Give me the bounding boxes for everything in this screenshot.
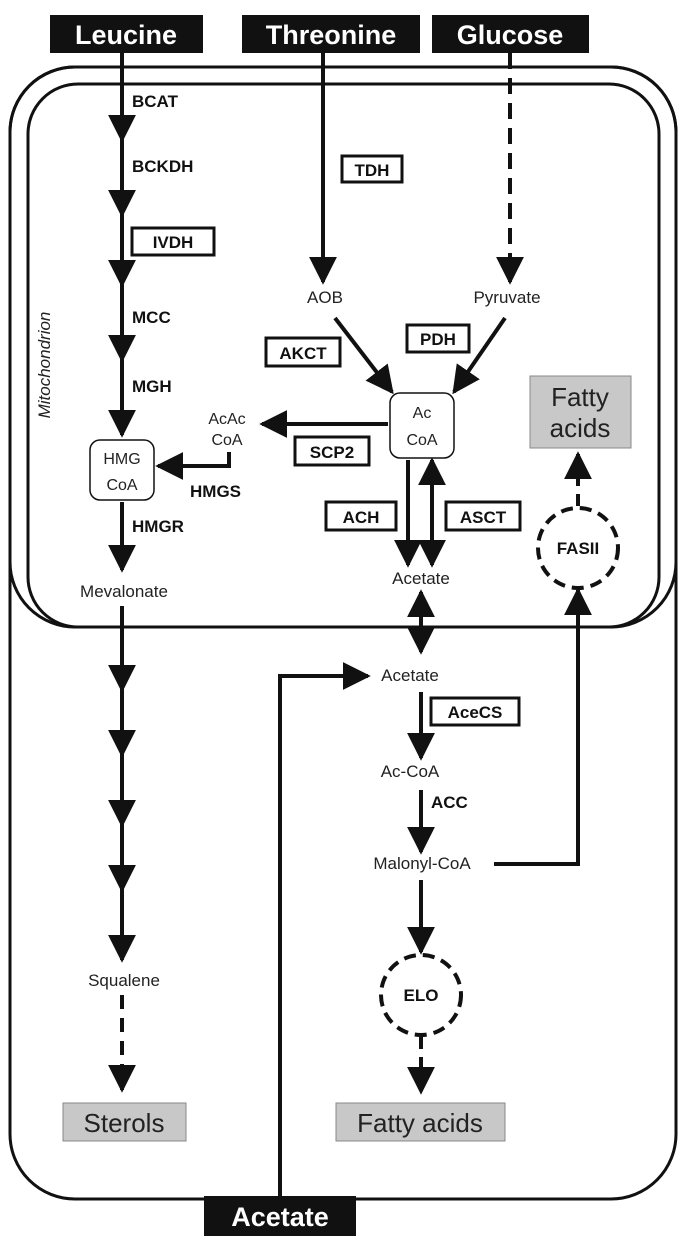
metabolite-hmg-coa: HMG CoA <box>89 439 155 501</box>
metabolite-ac-coa-mito: Ac CoA <box>389 392 455 459</box>
enzyme-mgh: MGH <box>132 377 172 396</box>
malonyl-to-fasii-arrow <box>494 587 592 866</box>
enzyme-scp2: SCP2 <box>310 443 354 462</box>
hmg-coa-line2: CoA <box>106 477 137 494</box>
product-fatty-acids-cyto: Fatty acids <box>335 1102 506 1142</box>
input-leucine: Leucine <box>50 15 203 53</box>
acetate-uptake-arrow <box>278 662 371 1196</box>
enzyme-ivdh: IVDH <box>153 233 194 252</box>
enzyme-fasii-complex: FASII <box>536 506 620 590</box>
product-sterols-label: Sterols <box>84 1108 165 1138</box>
product-fatty-acids-mito-line1: Fatty <box>551 382 609 412</box>
enzyme-tdh-box: TDH <box>340 154 404 184</box>
metabolite-acetate-mito: Acetate <box>392 569 450 588</box>
enzyme-bckdh: BCKDH <box>132 157 193 176</box>
input-glucose-label: Glucose <box>457 20 564 50</box>
enzyme-elo-complex: ELO <box>379 953 463 1037</box>
enzyme-elo: ELO <box>404 986 439 1005</box>
product-fatty-acids-cyto-label: Fatty acids <box>357 1108 483 1138</box>
enzyme-acecs-box: AceCS <box>429 696 521 727</box>
hmgs-arrow <box>155 452 231 480</box>
input-threonine: Threonine <box>242 15 420 53</box>
enzyme-ach: ACH <box>343 508 380 527</box>
input-leucine-label: Leucine <box>75 20 177 50</box>
metabolite-pyruvate: Pyruvate <box>473 288 540 307</box>
ac-coa-line1: Ac <box>413 405 432 422</box>
product-fatty-acids-mito-line2: acids <box>550 413 611 443</box>
metabolite-squalene: Squalene <box>88 971 160 990</box>
enzyme-acecs: AceCS <box>448 703 503 722</box>
enzyme-mcc: MCC <box>132 308 171 327</box>
metabolite-aob: AOB <box>307 288 343 307</box>
enzyme-pdh-box: PDH <box>405 323 471 354</box>
product-sterols: Sterols <box>62 1102 187 1142</box>
product-fatty-acids-mito: Fatty acids <box>529 375 632 449</box>
enzyme-asct: ASCT <box>460 508 507 527</box>
mitochondrion-label: Mitochondrion <box>35 312 54 419</box>
acac-coa-line1: AcAc <box>208 411 245 428</box>
metabolite-ac-coa-cyto: Ac-CoA <box>381 762 440 781</box>
metabolite-acetate-cyto: Acetate <box>381 666 439 685</box>
enzyme-fasii: FASII <box>557 539 600 558</box>
akct-arrow <box>333 316 394 395</box>
enzyme-bcat: BCAT <box>132 92 179 111</box>
hmg-coa-line1: HMG <box>103 451 140 468</box>
input-acetate: Acetate <box>204 1196 356 1236</box>
input-acetate-label: Acetate <box>231 1202 329 1232</box>
enzyme-hmgs: HMGS <box>190 482 241 501</box>
enzyme-tdh: TDH <box>355 161 390 180</box>
metabolite-malonyl-coa: Malonyl-CoA <box>373 854 471 873</box>
enzyme-acc: ACC <box>431 793 468 812</box>
metabolite-mevalonate: Mevalonate <box>80 582 168 601</box>
enzyme-akct: AKCT <box>279 344 327 363</box>
enzyme-ivdh-box: IVDH <box>130 226 216 257</box>
input-glucose: Glucose <box>432 15 589 53</box>
pdh-arrow <box>452 316 507 395</box>
mitochondrion-membrane <box>8 65 678 629</box>
acac-coa-line2: CoA <box>211 432 242 449</box>
enzyme-scp2-box: SCP2 <box>293 435 371 467</box>
enzyme-ach-box: ACH <box>324 500 398 532</box>
enzyme-akct-box: AKCT <box>264 336 342 368</box>
ac-coa-line2: CoA <box>406 432 437 449</box>
enzyme-pdh: PDH <box>420 330 456 349</box>
enzyme-hmgr: HMGR <box>132 517 184 536</box>
input-threonine-label: Threonine <box>266 20 397 50</box>
enzyme-asct-box: ASCT <box>444 500 522 532</box>
